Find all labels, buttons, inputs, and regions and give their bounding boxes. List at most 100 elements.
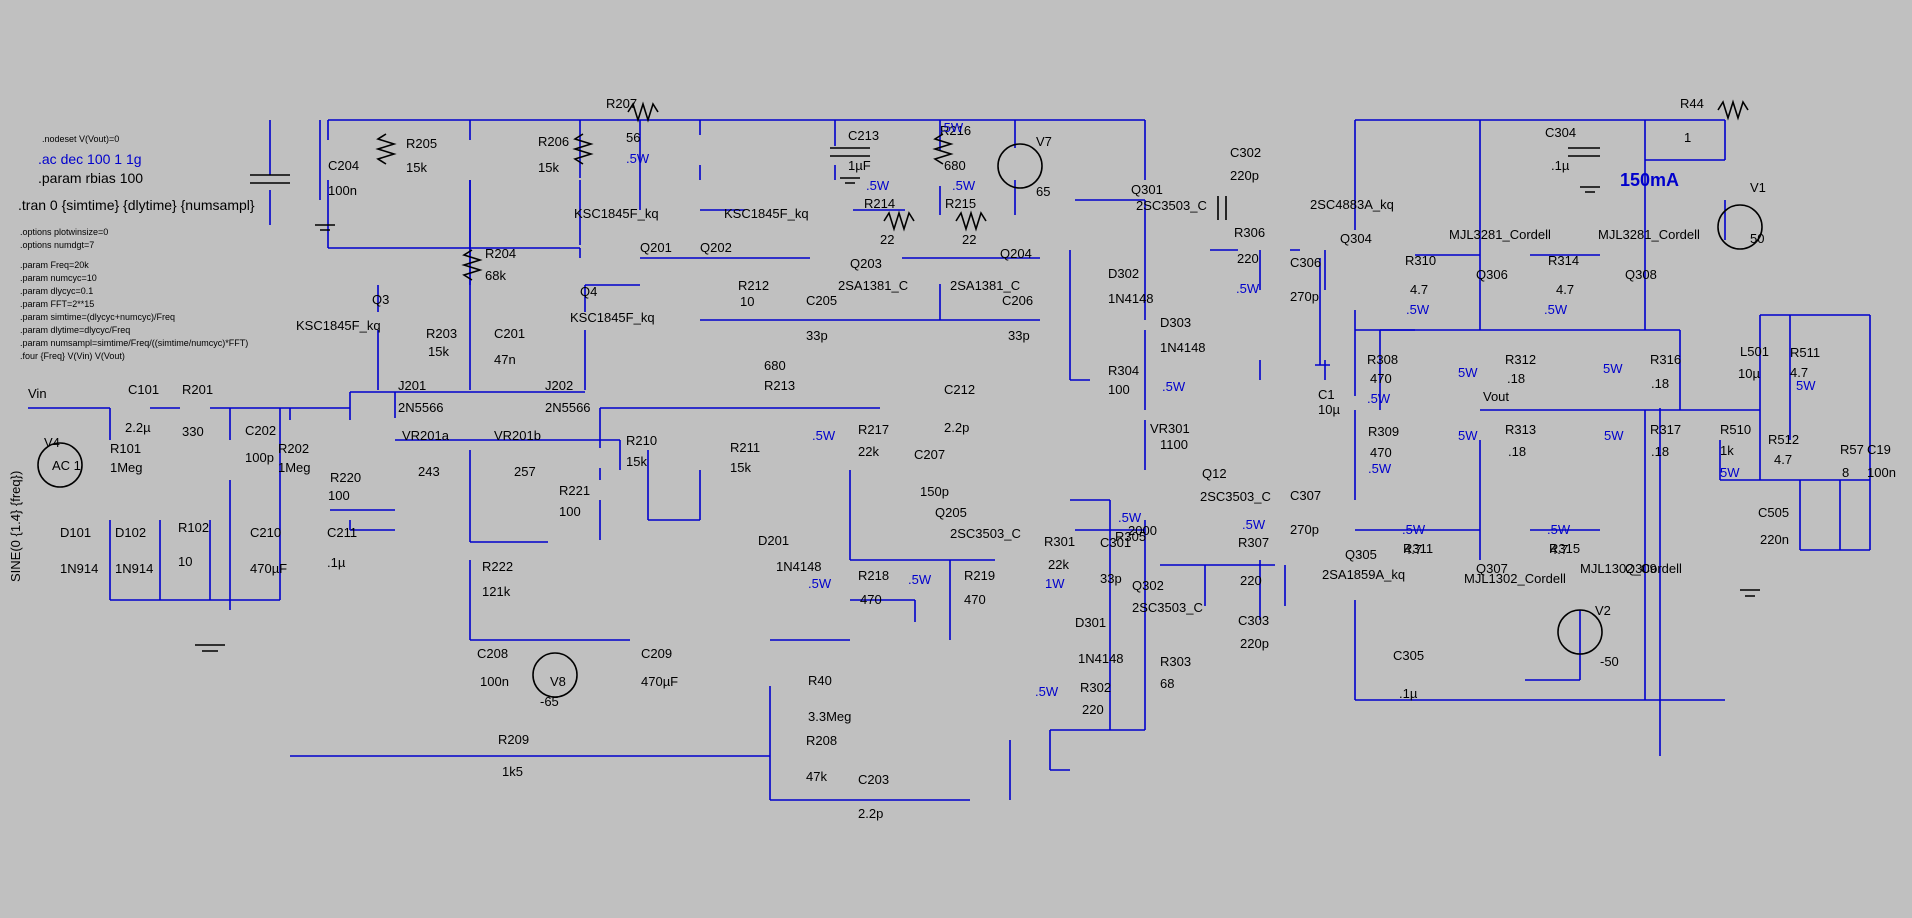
wire-14 <box>28 407 291 420</box>
component-value-r201: 330 <box>182 424 204 439</box>
component-power-r313: 5W <box>1458 428 1478 443</box>
component-id-c303: C303 <box>1238 613 1269 628</box>
wire-44 <box>1760 314 1870 550</box>
component-value-c305: .1µ <box>1399 686 1418 701</box>
component-id-q307: Q307 <box>1476 561 1508 576</box>
component-id-r219: R219 <box>964 568 995 583</box>
component-labels: R20756.5WR20515kC204100nR20615kR20468kC2… <box>44 96 1896 821</box>
component-value-r307: 220 <box>1240 573 1262 588</box>
directive-four: .four {Freq} V(Vin) V(Vout) <box>20 351 125 361</box>
component-value-q12: 2SC3503_C <box>1200 489 1271 504</box>
component-id-r314: R314 <box>1548 253 1579 268</box>
component-value-r221: 100 <box>559 504 581 519</box>
component-power-r317: 5W <box>1604 428 1624 443</box>
wire-11 <box>700 284 1040 321</box>
component-id-v8: V8 <box>550 674 566 689</box>
component-id-r301: R301 <box>1044 534 1075 549</box>
component-id-r214: R214 <box>864 196 895 211</box>
component-id-c505: C505 <box>1758 505 1789 520</box>
component-id-c206: C206 <box>1002 293 1033 308</box>
component-id-q309: Q309 <box>1625 561 1657 576</box>
component-id-d101: D101 <box>60 525 91 540</box>
wire-31 <box>1259 360 1326 620</box>
directive-param-numcyc: .param numcyc=10 <box>20 273 97 283</box>
component-id-q305: Q305 <box>1345 547 1377 562</box>
component-power-r510: 5W <box>1720 465 1740 480</box>
wire-45 <box>1719 440 1870 551</box>
component-id-r302: R302 <box>1080 680 1111 695</box>
symbol-2 <box>572 133 594 165</box>
component-id-r310: R310 <box>1405 253 1436 268</box>
directive-param-rbias: .param rbias 100 <box>38 170 143 186</box>
component-id-c211: C211 <box>327 525 357 540</box>
component-id-r313: R313 <box>1505 422 1536 437</box>
component-id-r206: R206 <box>538 134 569 149</box>
component-id-r222: R222 <box>482 559 513 574</box>
symbol-6 <box>955 210 987 232</box>
component-value-r211: 15k <box>730 460 751 475</box>
component-value-d301: 1N4148 <box>1078 651 1124 666</box>
component-id-c213: C213 <box>848 128 879 143</box>
component-value-q308: MJL3281_Cordell <box>1598 227 1700 242</box>
component-value-c203: 2.2p <box>858 806 883 821</box>
component-id-c212: C212 <box>944 382 975 397</box>
component-id-l501: L501 <box>1740 344 1769 359</box>
component-value-c211: .1µ <box>327 555 346 570</box>
net-labels: Vin Vout 150mA SINE(0 {1.4} {freq}) <box>8 170 1679 582</box>
wire-41 <box>1525 560 1646 700</box>
component-power-r214: .5W <box>866 178 890 193</box>
component-id-r213: R213 <box>764 378 795 393</box>
component-value-r40: 3.3Meg <box>808 709 851 724</box>
component-id-r216: R216 <box>940 123 971 138</box>
source-v4-sine: SINE(0 {1.4} {freq}) <box>8 471 23 582</box>
component-value-vr301: 1100 <box>1160 437 1188 452</box>
wire-22 <box>769 686 1011 801</box>
component-id-d301: D301 <box>1075 615 1106 630</box>
component-id-r511: R511 <box>1790 345 1820 360</box>
component-value-c204: 100n <box>328 183 357 198</box>
component-power-r316: 5W <box>1603 361 1623 376</box>
component-value-c1: 10µ <box>1318 402 1340 417</box>
component-value-c212: 2.2p <box>944 420 969 435</box>
component-id-q12: Q12 <box>1202 466 1227 481</box>
component-value-c201: 47n <box>494 352 516 367</box>
component-value-vr201b: 257 <box>514 464 536 479</box>
wire-19 <box>469 450 630 641</box>
component-id-r201: R201 <box>182 382 213 397</box>
wire-0 <box>327 119 1145 390</box>
symbol-21 <box>1740 589 1760 597</box>
symbol-3 <box>461 249 483 281</box>
spice-directives: .nodeset V(Vout)=0 .ac dec 100 1 1g .par… <box>18 134 255 361</box>
wire-13 <box>599 407 880 540</box>
component-value-r310: 4.7 <box>1410 282 1428 297</box>
component-value-q306: MJL3281_Cordell <box>1449 227 1551 242</box>
component-value-c207: 150p <box>920 484 949 499</box>
component-value-r220: 100 <box>328 488 350 503</box>
component-id-r221: R221 <box>559 483 590 498</box>
component-id-d201: D201 <box>758 533 789 548</box>
component-value-j202: 2N5566 <box>545 400 591 415</box>
component-value-r316: .18 <box>1651 376 1669 391</box>
wire-16 <box>109 408 280 601</box>
component-value-r312: .18 <box>1507 371 1525 386</box>
component-value-r313: .18 <box>1508 444 1526 459</box>
component-id-v1: V1 <box>1750 180 1766 195</box>
component-id-r57: R57 <box>1840 442 1864 457</box>
net-label-vout: Vout <box>1483 389 1509 404</box>
component-id-q201: Q201 <box>640 240 672 255</box>
component-value-r208: 47k <box>806 769 827 784</box>
component-value-c205: 33p <box>806 328 828 343</box>
component-value-q307: MJL1302_Cordell <box>1464 571 1566 586</box>
directive-param-freq: .param Freq=20k <box>20 260 89 270</box>
symbol-10 <box>1568 147 1600 157</box>
symbol-0 <box>627 101 659 123</box>
component-id-c19: C19 <box>1867 442 1891 457</box>
component-value-r57: 8 <box>1842 465 1849 480</box>
directive-nodeset: .nodeset V(Vout)=0 <box>42 134 119 144</box>
component-value-v7: 65 <box>1036 184 1050 199</box>
component-value-v1: 50 <box>1750 231 1764 246</box>
symbol-18 <box>840 177 860 184</box>
symbol-15 <box>1717 204 1763 250</box>
component-power-r308: .5W <box>1367 391 1391 406</box>
component-id-q308: Q308 <box>1625 267 1657 282</box>
